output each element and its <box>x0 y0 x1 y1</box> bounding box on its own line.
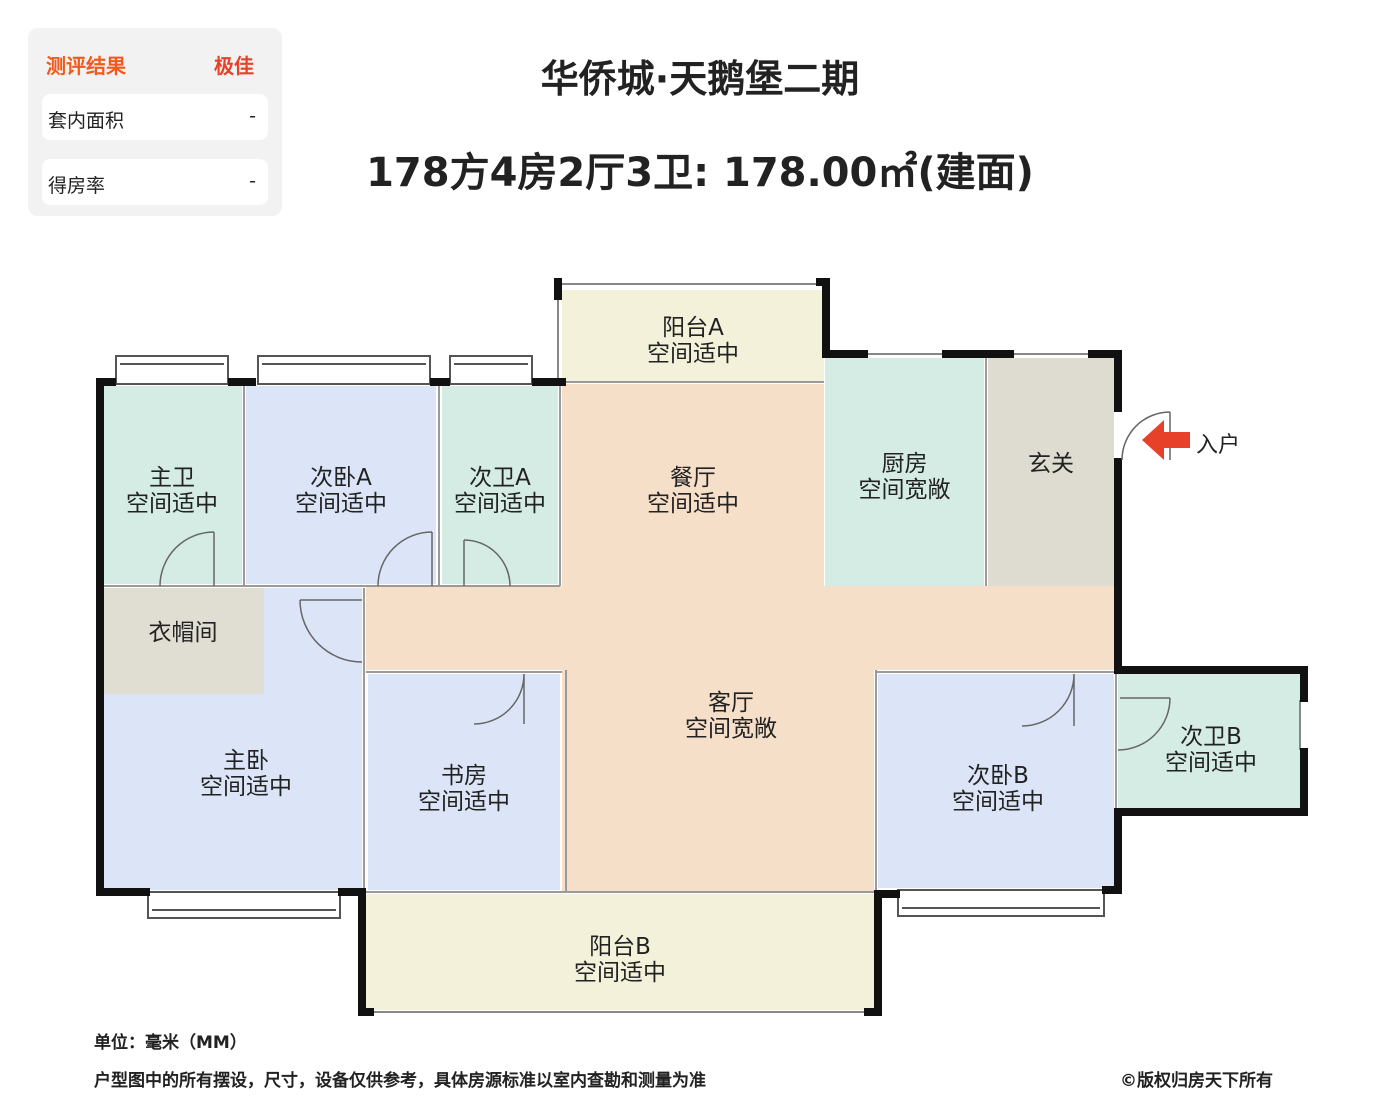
window-frames <box>115 355 1105 919</box>
label-cloakroom: 衣帽间 <box>148 620 218 646</box>
evaluation-card: 测评结果 极佳 套内面积 - 得房率 - <box>28 28 282 216</box>
room-living-lower <box>562 670 874 892</box>
exterior-walls <box>96 278 1308 1016</box>
interior-partitions <box>102 356 1117 893</box>
glass-lines <box>364 283 1301 1013</box>
room-foyer <box>988 358 1114 586</box>
label-master-bath: 主卫空间适中 <box>126 465 218 517</box>
room-second-bath-a <box>442 386 558 584</box>
evaluation-rating: 极佳 <box>214 54 254 78</box>
room-master-bedroom <box>102 588 362 890</box>
door-swings <box>159 411 1171 751</box>
copyright: ©版权归房天下所有 <box>1120 1071 1273 1091</box>
disclaimer: 户型图中的所有摆设，尺寸，设备仅供参考，具体房源标准以室内查勘和测量为准 <box>94 1071 706 1091</box>
room-kitchen <box>825 358 984 586</box>
efficiency-row: 得房率 - <box>42 159 268 205</box>
label-study: 书房空间适中 <box>418 763 510 815</box>
page-title: 华侨城·天鹅堡二期 <box>540 57 860 101</box>
evaluation-title: 测评结果 <box>46 54 126 78</box>
room-second-bedroom-a <box>246 386 436 584</box>
inner-area-label: 套内面积 <box>48 110 125 132</box>
label-kitchen: 厨房空间宽敞 <box>858 451 951 503</box>
efficiency-value: - <box>249 170 256 192</box>
label-living: 客厅空间宽敞 <box>685 690 777 742</box>
inner-area-value: - <box>249 105 256 127</box>
label-master-bedroom: 主卧空间适中 <box>200 748 292 800</box>
room-living <box>366 586 1114 670</box>
label-foyer: 玄关 <box>1028 451 1074 477</box>
entry-arrow <box>1142 420 1190 460</box>
unit-note: 单位：毫米（MM） <box>94 1033 247 1053</box>
layout-summary: 178方4房2厅3卫: 178.00㎡(建面) <box>366 150 1034 196</box>
room-dining <box>562 384 824 588</box>
entry-label: 入户 <box>1196 433 1241 458</box>
label-dining: 餐厅空间适中 <box>647 465 739 517</box>
room-study <box>368 674 560 890</box>
evaluation-header: 测评结果 极佳 <box>46 50 264 78</box>
room-balcony-b <box>364 894 876 1010</box>
efficiency-label: 得房率 <box>48 175 106 197</box>
room-cloakroom <box>102 588 264 694</box>
inner-area-row: 套内面积 - <box>42 94 268 140</box>
room-balcony-a <box>562 290 824 382</box>
